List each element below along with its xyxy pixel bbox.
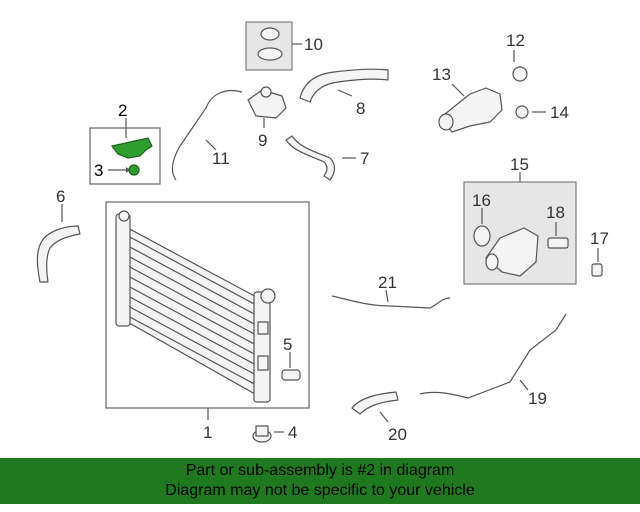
callout-20: 20 [388,425,407,444]
leader-13 [451,83,465,97]
callout-15: 15 [510,155,529,174]
bolt-14-head [515,105,529,119]
pipe-19-body [419,313,567,399]
callout-12: 12 [506,31,525,50]
radiator-fins [127,235,259,387]
cap-b [257,47,283,61]
pipe-19[interactable]: 19 [419,313,567,408]
callout-3: 3 [94,161,103,180]
callout-11: 11 [212,149,230,168]
callout-1: 1 [203,423,212,442]
drain-plug[interactable]: 4 [252,423,297,443]
hose-20-body [351,391,399,415]
leader-11 [205,139,217,151]
sensor-12-body [512,66,528,82]
notice-line-1: Part or sub-assembly is #2 in diagram [185,462,455,479]
callout-8: 8 [356,99,365,118]
drain-plug-body [255,425,269,437]
radiator-outlet [257,321,269,335]
callout-5: 5 [283,335,292,354]
parts-diagram: 1 2 3 4 5 6 7 8 [36,21,609,444]
thermostat-housing[interactable]: 15 16 18 [463,155,577,285]
leader-19 [519,379,529,391]
bracket-subassembly[interactable]: 2 3 [89,101,161,185]
callout-4: 4 [288,423,297,442]
leader-8 [337,89,353,97]
hose-8[interactable]: 8 [299,68,389,118]
bolt-17-body [591,263,603,277]
leader-21 [385,289,389,303]
leader-20 [379,411,389,423]
upper-hose[interactable]: 6 [36,187,81,283]
radiator-drain [257,355,269,371]
callout-6: 6 [56,187,65,206]
callout-19: 19 [528,389,547,408]
thermostat-port [485,253,499,271]
overflow-tube-body [171,89,243,181]
drain-cock[interactable]: 5 [281,335,301,381]
upper-hose-body [36,225,81,283]
hose-21-body [331,295,451,309]
callout-16: 16 [472,191,491,210]
bolt-17[interactable]: 17 [590,229,609,277]
gasket-16[interactable] [473,225,491,247]
callout-21: 21 [378,273,397,292]
hose-7[interactable]: 7 [285,135,369,181]
callout-14: 14 [550,103,569,122]
sensor-18[interactable] [547,237,569,249]
nut-part[interactable] [128,164,140,176]
notice-line-2: Diagram may not be specific to your vehi… [165,482,475,499]
water-outlet-port [438,113,454,131]
thermostat-body [485,227,539,277]
water-outlet[interactable]: 13 [432,65,503,133]
notice-banner: Part or sub-assembly is #2 in diagram Di… [0,458,640,504]
callout-18: 18 [546,203,565,222]
drain-cock-body [281,369,301,381]
connector-9[interactable]: 9 [247,86,287,150]
radiator-left-tank [115,213,131,327]
hose-21[interactable]: 21 [331,273,451,309]
radiator-right-tank [253,291,271,403]
caps-10[interactable]: 10 [245,21,323,71]
overflow-tube[interactable]: 11 [171,89,243,181]
callout-13: 13 [432,65,451,84]
radiator-filler-neck [260,288,276,304]
cap-a [260,27,280,41]
hose-8-body [299,68,389,103]
callout-7: 7 [360,149,369,168]
radiator-assembly[interactable]: 1 [105,201,310,442]
arrow-3 [126,167,130,173]
sensor-12[interactable]: 12 [506,31,528,82]
callout-17: 17 [590,229,609,248]
callout-10: 10 [304,35,323,54]
hose-7-body [285,135,336,181]
bolt-14[interactable]: 14 [515,103,569,122]
radiator-left-cap [118,210,130,222]
connector-9-port [260,86,272,98]
bracket-part[interactable] [110,137,153,159]
water-outlet-body [439,87,503,133]
callout-2: 2 [118,101,127,120]
callout-9: 9 [258,131,267,150]
hose-20[interactable]: 20 [351,391,407,444]
